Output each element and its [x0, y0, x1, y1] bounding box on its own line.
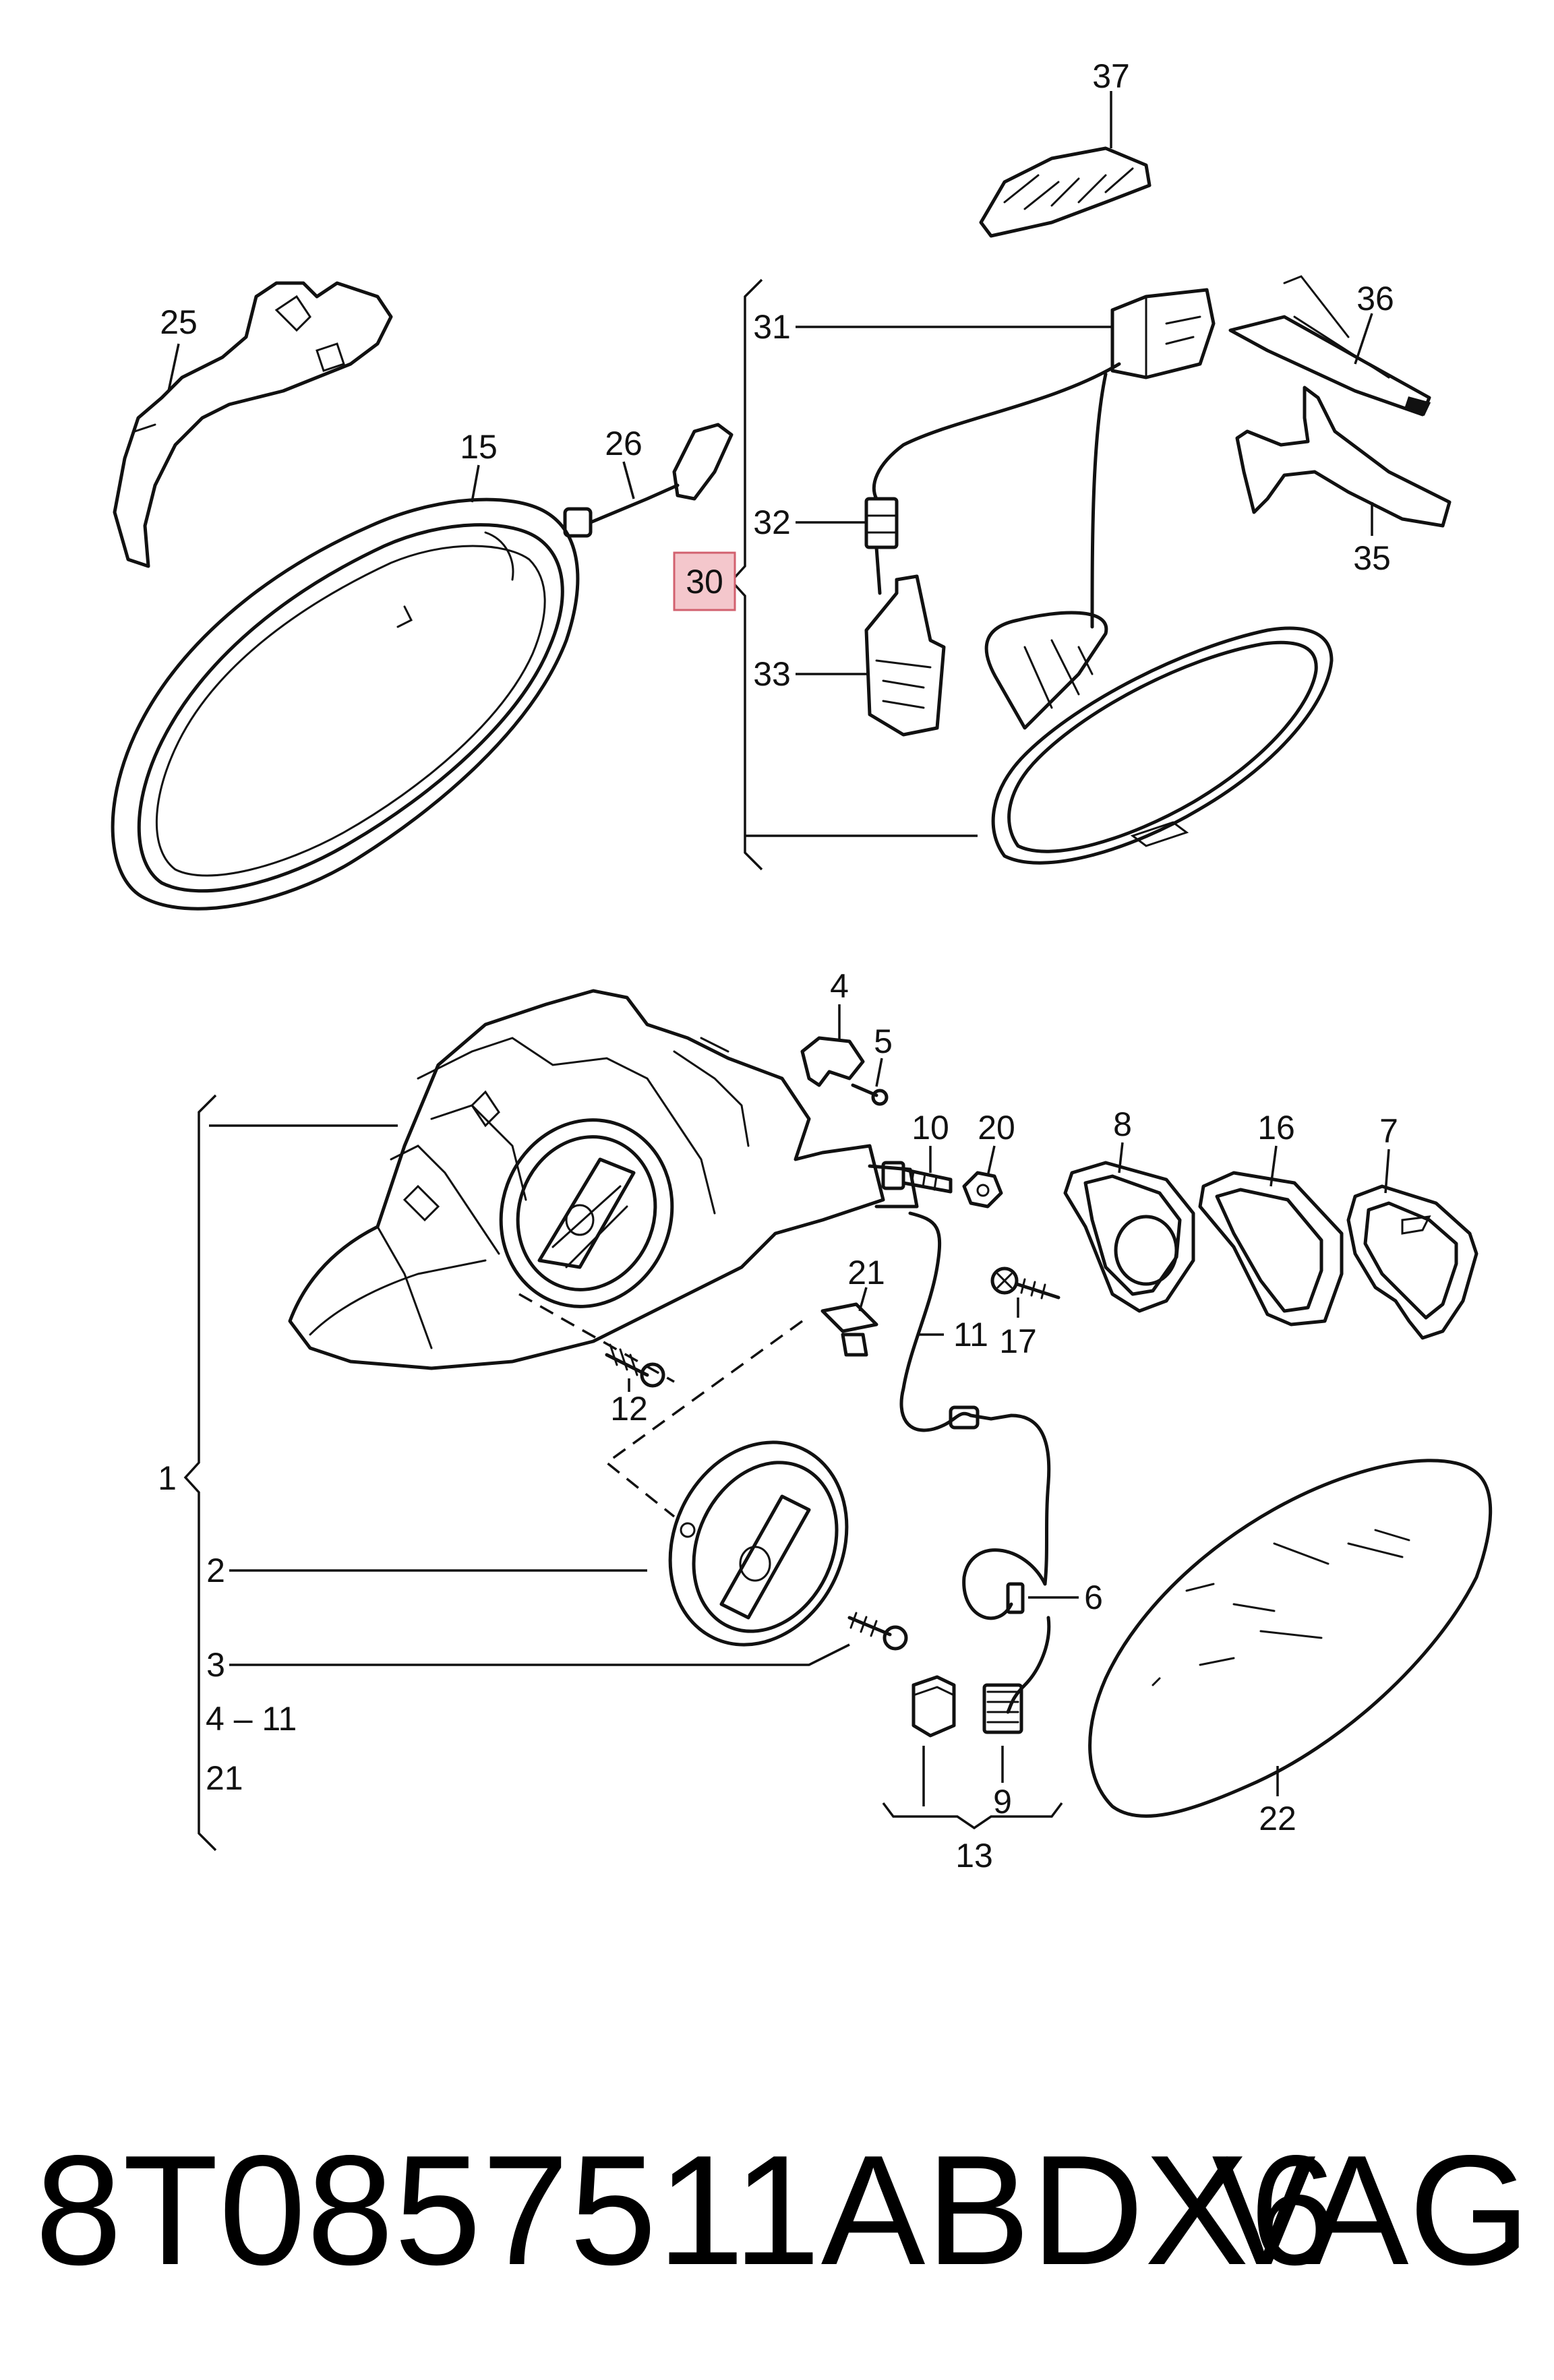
part-3-screw [847, 1612, 908, 1651]
part-37-clip [979, 146, 1152, 238]
callout-7: 7 [1379, 1112, 1398, 1150]
part-21-pad [820, 1302, 878, 1357]
callout-10: 10 [912, 1109, 949, 1147]
part-number: 8T0857511ABDX6 [35, 2123, 1338, 2298]
callout-30: 30 [686, 563, 723, 601]
footer: 8T0857511ABDX6 VAG [27, 2110, 1530, 2312]
part-11-cable [899, 1211, 1051, 1586]
part-7-bezel [1346, 1184, 1478, 1340]
callout-30-highlight [673, 551, 736, 611]
callout-16: 16 [1257, 1109, 1295, 1147]
part-9-plug [982, 1683, 1023, 1734]
part-33-module [864, 574, 946, 737]
part-8-bezel [1063, 1161, 1195, 1313]
brand-label: VAG [1212, 2123, 1530, 2298]
callout-32: 32 [753, 504, 791, 541]
part-25-bracket [113, 281, 393, 568]
part-30-mirror-glass-assembly [984, 611, 1334, 865]
part-20-nut [962, 1171, 1003, 1209]
part-13-plug [912, 1675, 956, 1738]
bracket-30 [729, 278, 978, 871]
part-35-cover [1235, 386, 1452, 528]
callout-20: 20 [978, 1109, 1015, 1147]
callout-15: 15 [460, 428, 498, 466]
callout-21-list: 21 [206, 1759, 243, 1797]
callout-31: 31 [753, 308, 791, 346]
bracket-13 [882, 1802, 1063, 1830]
callout-12: 12 [610, 1390, 648, 1428]
callout-1: 1 [158, 1459, 177, 1497]
part-6-connector [962, 1548, 1051, 1714]
part-5-screw [851, 1083, 889, 1106]
part-32-plug [864, 497, 899, 595]
callout-26: 26 [605, 425, 642, 462]
callout-37: 37 [1092, 57, 1130, 95]
callout-5: 5 [874, 1023, 893, 1060]
callout-21: 21 [847, 1254, 885, 1291]
callout-33: 33 [753, 655, 791, 693]
part-1-mirror-housing [288, 989, 919, 1370]
callout-35: 35 [1353, 539, 1391, 577]
callout-4: 4 [830, 967, 849, 1005]
part-12-screw [605, 1343, 665, 1388]
callout-6: 6 [1084, 1579, 1103, 1616]
callout-36: 36 [1356, 280, 1394, 317]
part-31-connector [1110, 288, 1216, 379]
callout-17: 17 [999, 1322, 1037, 1360]
callout-11: 11 [953, 1316, 988, 1353]
callout-13: 13 [955, 1837, 993, 1874]
part-2-adjusting-unit [668, 1440, 849, 1647]
callout-8: 8 [1113, 1105, 1132, 1143]
part-10-bolt [881, 1161, 953, 1194]
callout-25: 25 [160, 303, 198, 341]
part-15-housing-cover [111, 497, 580, 911]
callout-9: 9 [993, 1783, 1012, 1821]
callout-4-11: 4 – 11 [206, 1700, 297, 1738]
callout-22: 22 [1259, 1800, 1296, 1837]
part-26-lamp [563, 423, 734, 538]
callout-3: 3 [206, 1646, 225, 1684]
part-4-clip [800, 1036, 865, 1087]
part-22-mirror-glass [1088, 1459, 1493, 1818]
bracket-1 [183, 1094, 850, 1852]
part-16-bezel [1198, 1171, 1344, 1326]
callout-2: 2 [206, 1552, 225, 1589]
part-36-trim-strip [1228, 275, 1431, 417]
part-17-screw [990, 1267, 1060, 1300]
